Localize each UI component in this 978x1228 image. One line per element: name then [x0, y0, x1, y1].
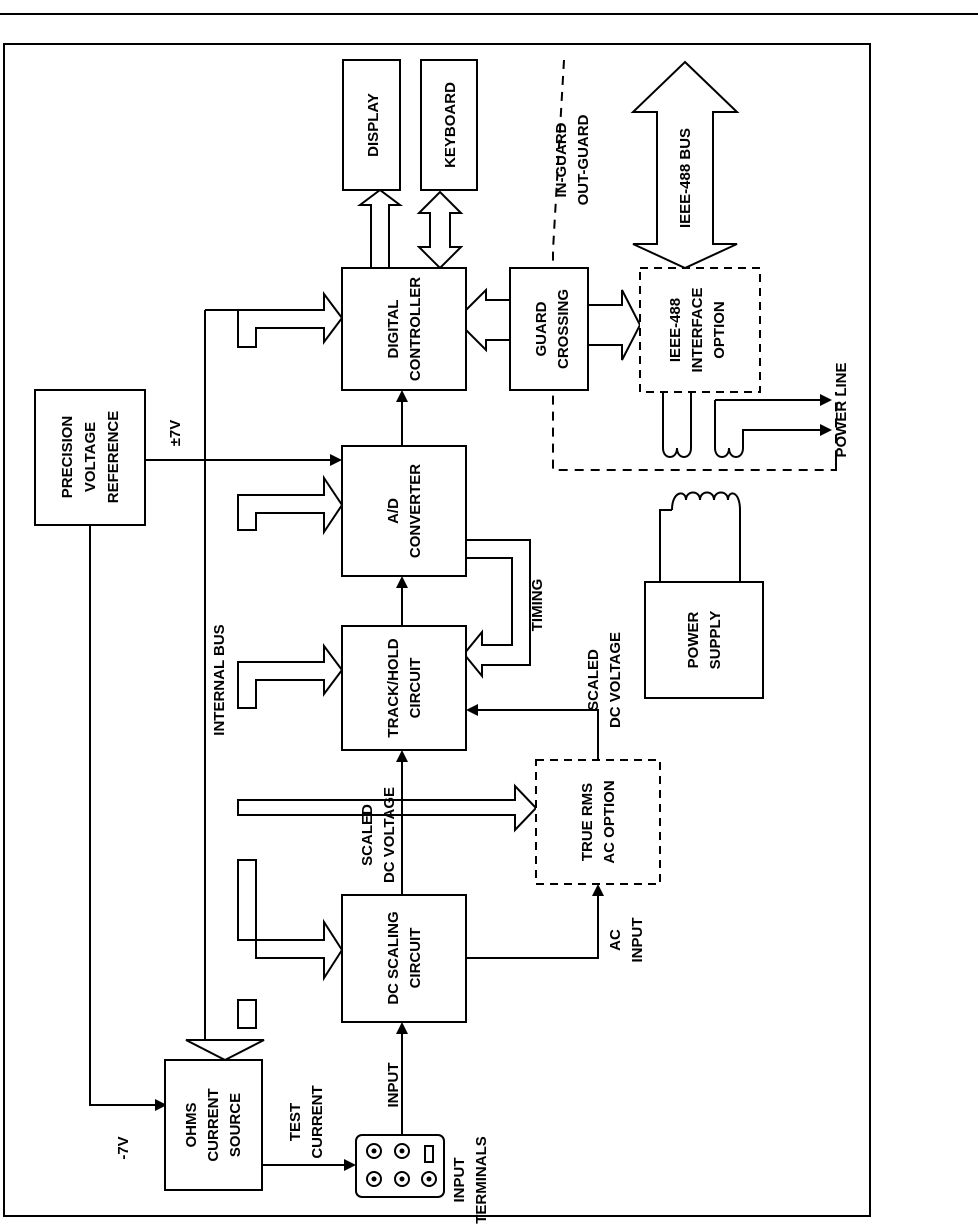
timing-loop — [462, 539, 531, 679]
rms-th-arrowhead — [466, 704, 478, 716]
out-guard-label: OUT-GUARD — [575, 114, 592, 205]
digital-controller-label-1: DIGITAL — [385, 300, 402, 359]
dcs-th-arrowhead — [396, 750, 408, 762]
bus-ad-arrow — [237, 474, 344, 536]
keyboard-label: KEYBOARD — [442, 82, 459, 168]
track-hold-block — [341, 625, 467, 751]
power-supply-block — [644, 581, 764, 699]
track-hold-label-1: TRACK/HOLD — [385, 638, 402, 737]
dc-scaling-block — [341, 894, 467, 1023]
bus-truerms-arrow — [237, 783, 538, 833]
dc-scaling-label-1: DC SCALING — [385, 911, 402, 1004]
minus-7v-label: -7V — [115, 1136, 132, 1159]
precision-ref-block — [34, 389, 146, 526]
ac-input-label-2: INPUT — [629, 918, 646, 963]
power-supply-label-2: SUPPLY — [707, 611, 724, 670]
ohms-source-label-3: SOURCE — [227, 1093, 244, 1157]
dcs-rms-arrowhead — [592, 884, 604, 896]
bus-ohms-arrow — [237, 999, 257, 1029]
bus-controller-arrow — [237, 291, 344, 348]
timing-label: TIMING — [529, 579, 546, 632]
digital-controller-block — [341, 267, 467, 391]
track-hold-label-2: CIRCUIT — [407, 658, 424, 719]
ad-converter-label-2: CONVERTER — [407, 464, 424, 558]
guard-crossing-label-2: CROSSING — [555, 289, 572, 369]
dcs-rms-line — [466, 892, 599, 959]
ieee-interface-block — [639, 267, 761, 393]
power-supply-lead — [659, 509, 672, 582]
input-label: INPUT — [385, 1063, 402, 1108]
true-rms-block — [535, 759, 661, 885]
guard-crossing-block — [509, 267, 589, 391]
power-line-arrow-2 — [820, 424, 832, 436]
ad-converter-label-1: A/D — [385, 498, 402, 524]
power-supply-coil — [671, 491, 741, 511]
in-guard-label: IN-GUARD — [553, 122, 570, 197]
scaled-dc-a-label-1: SCALED — [359, 804, 376, 866]
ieee-coil-right — [714, 400, 824, 458]
input-terminals-label-2: TERMINALS — [473, 1136, 490, 1224]
bus-ohms-arrowhead — [185, 1039, 265, 1062]
precision-ref-label-3: REFERENCE — [105, 411, 122, 504]
bus-dcscaling-arrow — [237, 859, 344, 982]
ad-controller-arrowhead — [396, 390, 408, 402]
plus-minus-7v-label: ±7V — [167, 420, 184, 447]
precision-ref-label-1: PRECISION — [59, 416, 76, 499]
input-arrowhead — [396, 1022, 408, 1034]
keyboard-bus-arrow — [416, 190, 464, 270]
digital-controller-label-2: CONTROLLER — [407, 277, 424, 381]
input-terminals-label-1: INPUT — [451, 1158, 468, 1203]
minus7-arrowhead — [155, 1099, 167, 1111]
test-current-arrowhead — [344, 1159, 356, 1171]
display-block — [342, 59, 401, 191]
ohms-source-block — [164, 1059, 263, 1191]
scaled-dc-b-label-2: DC VOLTAGE — [607, 632, 624, 728]
guard-crossing-label-1: GUARD — [533, 301, 550, 356]
true-rms-label-2: AC OPTION — [601, 780, 618, 863]
rms-th-line — [476, 709, 599, 760]
plus7-ad-arrowhead — [330, 454, 342, 466]
ieee-bus-label: IEEE-488 BUS — [677, 128, 694, 228]
diagram-frame — [3, 43, 871, 1217]
guard-ieee-arrow — [587, 289, 642, 361]
ohms-source-label-2: CURRENT — [205, 1088, 222, 1161]
ieee-coil-left — [662, 392, 692, 458]
scaled-dc-a-label-2: DC VOLTAGE — [381, 787, 398, 883]
minus7-line — [89, 525, 165, 1106]
ad-converter-block — [341, 445, 467, 577]
controller-guard-arrow — [465, 287, 511, 353]
ieee-interface-label-3: OPTION — [711, 301, 728, 359]
input-terminal-jacks — [366, 1143, 437, 1187]
dc-scaling-label-2: CIRCUIT — [407, 928, 424, 989]
display-bus-arrow — [357, 188, 403, 269]
ieee-interface-label-1: IEEE-488 — [667, 298, 684, 362]
ohms-source-label-1: OHMS — [183, 1103, 200, 1148]
precision-ref-label-2: VOLTAGE — [82, 422, 99, 492]
test-current-label-2: CURRENT — [309, 1085, 326, 1158]
power-line-arrow-1 — [820, 394, 832, 406]
display-label: DISPLAY — [365, 93, 382, 157]
bus-trackhold-arrow — [237, 643, 344, 709]
keyboard-block — [420, 59, 478, 191]
th-ad-arrowhead — [396, 576, 408, 588]
power-supply-label-1: POWER — [685, 612, 702, 669]
ieee-interface-label-2: INTERFACE — [689, 287, 706, 372]
internal-bus-label: INTERNAL BUS — [211, 624, 228, 735]
true-rms-label-1: TRUE RMS — [579, 783, 596, 861]
ac-input-label-1: AC — [607, 929, 624, 951]
test-current-label-1: TEST — [287, 1103, 304, 1141]
power-line-label: POWER LINE — [833, 362, 850, 457]
scaled-dc-b-label-1: SCALED — [585, 649, 602, 711]
